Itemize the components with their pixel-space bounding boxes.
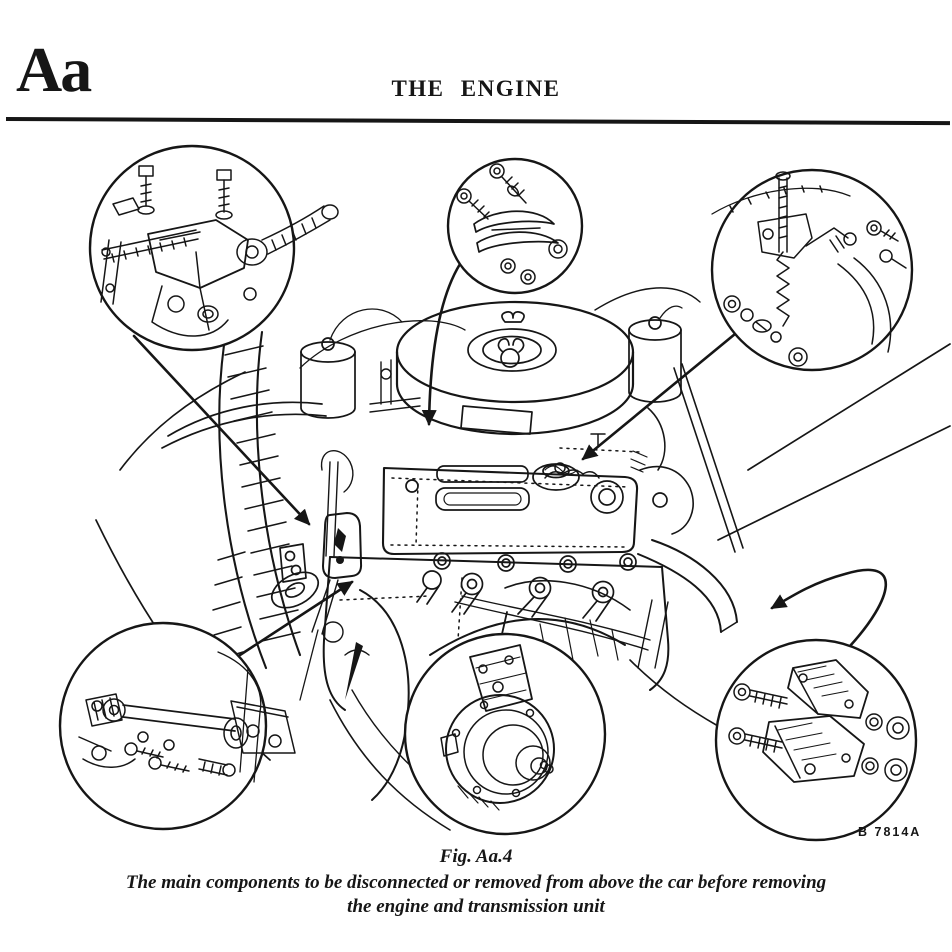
leader-arrow-top-left [132,334,311,526]
callout-bottom-left [58,621,296,831]
leader-arrows [132,262,888,657]
heater-valve [544,433,606,479]
air-cleaner [395,287,701,436]
leader-arrow-bottom-center [501,611,508,635]
callout-top-left [88,144,339,352]
figure-caption: Fig. Aa.4 The main components to be disc… [0,846,952,919]
leader-arrow-bottom-left [238,580,354,657]
hoses-right [630,363,744,633]
callout-bottom-center [403,632,607,836]
callout-top-right [710,168,914,372]
drawing-ref: B 7814A [858,825,921,839]
figure-label: Fig. Aa.4 [439,846,513,867]
figure-caption-line2: the engine and transmission unit [347,896,605,917]
rocker-cover [381,447,641,556]
leader-arrow-bottom-right [770,568,888,648]
clutch-slave-area [270,449,363,701]
figure-caption-line1: The main components to be disconnected o… [125,872,827,893]
engine-steady-bracket [369,359,421,413]
left-cylinder-canister [300,308,403,419]
spark-plug-caps [416,570,615,622]
page-title: THE ENGINE [391,76,561,101]
leader-arrow-top-right [581,332,737,461]
right-cylinder-canister [628,305,683,403]
engine-illustration [95,287,951,831]
cylinder-head-and-leads [329,552,663,651]
section-code: Aa [16,34,92,105]
leader-arrow-top-center [421,262,462,426]
radiator [212,330,302,670]
callout-bottom-right [714,638,918,842]
callout-top-center [446,157,584,295]
